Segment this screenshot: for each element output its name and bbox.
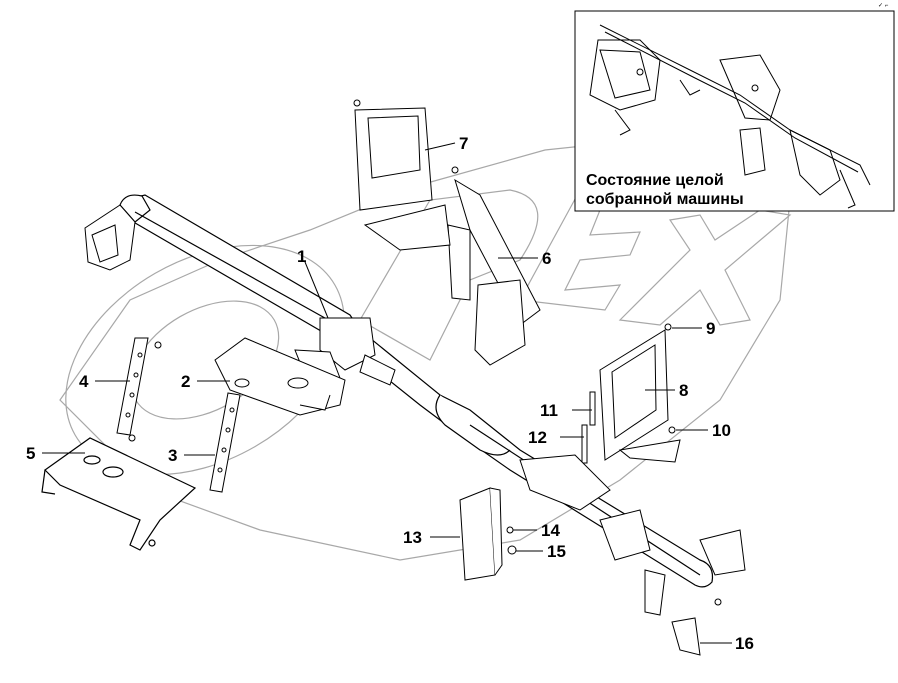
callout-7: 7 [459, 134, 468, 153]
callout-13: 13 [403, 528, 422, 547]
callout-4: 4 [79, 372, 89, 391]
callout-12: 12 [528, 428, 547, 447]
inset-caption-line-1: Состояние целой [586, 172, 724, 189]
part-8-frame [599, 323, 681, 463]
inset-caption-line-2: собранной машины [586, 191, 744, 208]
inset-caption: Состояние целой собранной машины [586, 171, 786, 209]
inset-assembled-view [589, 24, 871, 209]
part-4-strip [116, 337, 162, 442]
leader-lines [42, 142, 732, 644]
part-2-plate [214, 337, 346, 416]
callout-3: 3 [168, 446, 177, 465]
callout-14: 14 [541, 521, 560, 540]
part-3-strip [209, 392, 241, 493]
callout-8: 8 [679, 381, 688, 400]
callout-16: 16 [735, 634, 754, 653]
part-11-12-strips [581, 391, 596, 464]
callout-9: 9 [706, 319, 715, 338]
callout-1: 1 [297, 247, 306, 266]
callout-2: 2 [181, 372, 190, 391]
callout-15: 15 [547, 542, 566, 561]
part-13-bracket [459, 487, 517, 581]
center-bracket [294, 317, 396, 386]
part-7-bracket [353, 99, 451, 251]
callout-10: 10 [712, 421, 731, 440]
part-16-bracket [671, 598, 722, 656]
corner-mark: ✓ ⌐ [878, 3, 889, 9]
part-6-column [447, 166, 541, 366]
callout-6: 6 [542, 249, 551, 268]
callout-labels: 1 2 3 4 5 6 7 8 9 10 11 12 13 14 15 16 [26, 134, 754, 653]
callout-5: 5 [26, 444, 35, 463]
callout-11: 11 [540, 401, 558, 420]
left-end-bracket [84, 204, 136, 271]
right-end-cluster [519, 454, 746, 616]
part-5-base [41, 437, 197, 551]
